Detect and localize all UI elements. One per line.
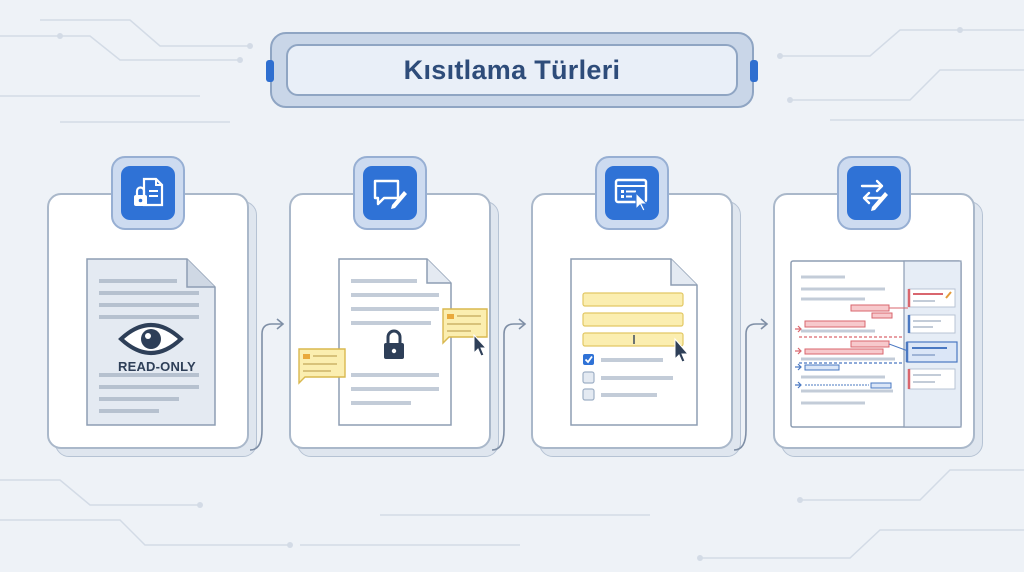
checkbox-empty-1 — [582, 371, 595, 384]
card-3-badge — [595, 156, 669, 230]
comment-note-right — [442, 308, 488, 345]
review-comments — [905, 288, 958, 390]
card-form-fill — [531, 193, 733, 449]
lock-document-icon — [134, 177, 164, 207]
title-tab-right — [750, 60, 758, 82]
cursor-icon — [674, 337, 690, 363]
read-only-document — [86, 258, 216, 426]
card-2-badge — [353, 156, 427, 230]
title-frame: Kısıtlama Türleri — [270, 32, 754, 108]
lock-icon — [384, 329, 404, 359]
checkbox-empty-2 — [582, 388, 595, 401]
form-field-1 — [582, 292, 684, 307]
comment-document — [298, 258, 488, 426]
arrow-1 — [249, 318, 285, 451]
comment-note-left — [298, 348, 346, 385]
title-tab-left — [266, 60, 274, 82]
form-cursor-icon — [614, 178, 649, 212]
comment-edit-icon — [373, 179, 407, 209]
read-only-label: READ-ONLY — [118, 359, 196, 374]
card-1-badge — [111, 156, 185, 230]
track-changes-document — [790, 260, 962, 428]
arrows-edit-icon — [860, 179, 888, 211]
card-track-changes — [773, 193, 975, 449]
form-field-2 — [582, 312, 684, 327]
arrow-2 — [491, 318, 527, 451]
page-title: Kısıtlama Türleri — [403, 54, 621, 85]
eye-icon — [118, 323, 184, 355]
form-field-3 — [582, 332, 684, 347]
card-4-badge — [837, 156, 911, 230]
cursor-icon — [473, 333, 488, 357]
card-comment-only — [289, 193, 491, 449]
title-inner: Kısıtlama Türleri — [286, 44, 738, 96]
checkbox-checked — [583, 354, 594, 365]
form-document — [570, 258, 698, 426]
arrow-3 — [733, 318, 769, 451]
card-read-only: READ-ONLY — [47, 193, 249, 449]
